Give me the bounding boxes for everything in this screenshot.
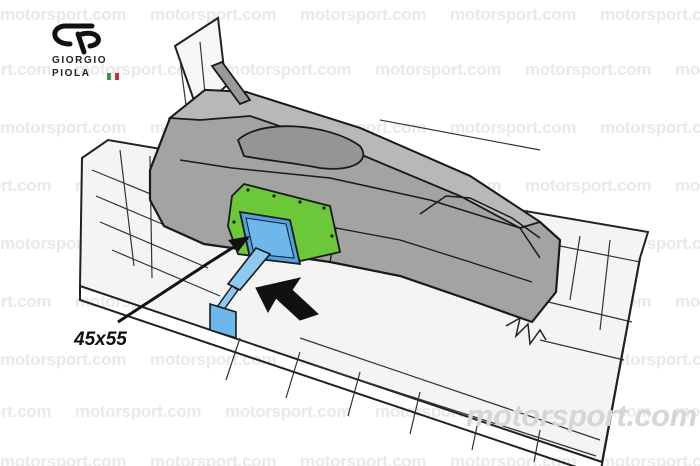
floor-grid bbox=[91, 41, 641, 463]
motorsport-watermark-large: motorsport.com bbox=[466, 398, 697, 433]
logo-line-1: GIORGIO bbox=[52, 55, 108, 66]
roll-hoop bbox=[210, 60, 252, 106]
logo-line-2: PIOLA bbox=[52, 68, 91, 79]
impactor-pad bbox=[209, 302, 237, 340]
cockpit-opening bbox=[236, 125, 365, 170]
giorgio-piola-logo-mark bbox=[52, 23, 101, 55]
test-ram-cylinder bbox=[226, 247, 272, 291]
italian-flag-icon bbox=[107, 72, 119, 81]
chassis-side-line bbox=[179, 159, 541, 259]
force-arrow bbox=[255, 277, 319, 321]
chassis-nose-line bbox=[419, 195, 541, 239]
test-rig-edge bbox=[79, 257, 641, 466]
dimension-label: 45x55 bbox=[74, 329, 127, 350]
artist-signature bbox=[505, 316, 547, 347]
dimension-pointer-head bbox=[228, 236, 250, 252]
